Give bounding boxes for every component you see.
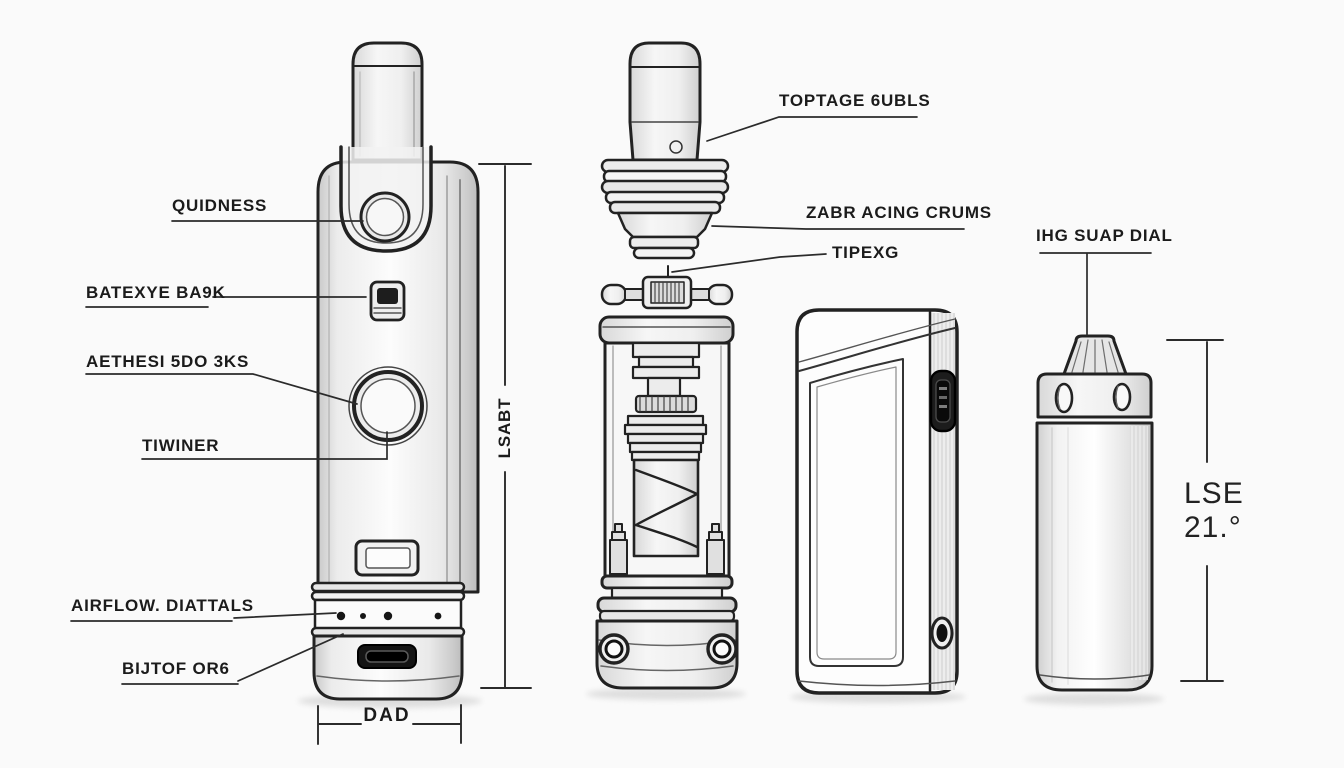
callout-airflow-diattals: AIRFLOW. DIATTALS [71, 596, 254, 615]
dimension-lines [317, 163, 1224, 745]
tube-body [1035, 421, 1154, 692]
boxmod-body [795, 308, 959, 695]
right-height-line2: 21.° [1184, 511, 1242, 544]
tank-assembly [595, 315, 739, 690]
height-dimension-left [478, 163, 532, 689]
battery-tube-device [1024, 334, 1164, 705]
tank-coil-spiral [634, 468, 699, 549]
coil-piece [600, 265, 734, 310]
height-dimension-right [1166, 339, 1224, 682]
boxmod-screen [929, 369, 957, 433]
pen-mod-device [298, 41, 482, 708]
callout-battery-bask: BATEXYE BA9K [86, 283, 226, 302]
leader-zabr [711, 225, 965, 230]
height-dimension-label: LSABT [495, 397, 514, 459]
right-height-line1: LSE [1184, 477, 1244, 510]
leader-bijtof [121, 633, 344, 685]
pen-base-rings [310, 581, 466, 701]
tube-top-band [1036, 372, 1153, 424]
box-mod-device [790, 308, 966, 703]
callout-aethesi: AETHESI 5DO 3KS [86, 352, 250, 371]
leader-aethesi [85, 373, 358, 405]
tube-cone-cap [1062, 334, 1128, 376]
tank-base [595, 596, 739, 690]
pen-fire-button [348, 366, 428, 446]
right-height-dimension-text: LSE 21.° [1184, 477, 1244, 545]
drip-tip [600, 41, 730, 260]
pen-usb-port [357, 644, 417, 669]
tank-chimney [623, 341, 708, 558]
callout-ihg-suap-dial: IHG SUAP DIAL [1036, 226, 1173, 245]
leader-tipexg [671, 253, 827, 273]
width-dimension-bottom [317, 704, 462, 745]
callout-quidness: QUIDNESS [172, 196, 268, 215]
boxmod-side-button [930, 616, 954, 650]
boxmod-front-panel [809, 358, 904, 667]
width-dimension-label: DAD [363, 705, 411, 726]
callout-tiwiner: TIWINER [142, 436, 220, 455]
callout-zabr-acing-crums: ZABR ACING CRUMS [806, 203, 992, 222]
callout-tipexg: TIPEXG [832, 243, 900, 262]
pen-clip-bracket [339, 145, 433, 253]
tank-top-cap [598, 315, 735, 345]
tank-side-posts [609, 523, 725, 575]
pen-display [354, 539, 420, 577]
exploded-atomizer-tank [586, 41, 746, 700]
leader-toptage [706, 116, 918, 142]
leader-airflow [70, 612, 337, 622]
callout-bijtof-org: BIJTOF OR6 [122, 659, 230, 678]
pen-square-button [369, 280, 406, 322]
tank-shadow [586, 688, 746, 700]
leader-ihg [1039, 252, 1152, 336]
pen-airflow-holes [336, 611, 442, 621]
tube-shadow [1024, 693, 1164, 705]
leader-tiwiner [141, 431, 388, 460]
leader-battery-bask [85, 296, 367, 308]
leader-lines [70, 116, 1152, 685]
pen-mouthpiece [351, 41, 424, 162]
callout-toptage-gubls: TOPTAGE 6UBLS [779, 91, 931, 110]
